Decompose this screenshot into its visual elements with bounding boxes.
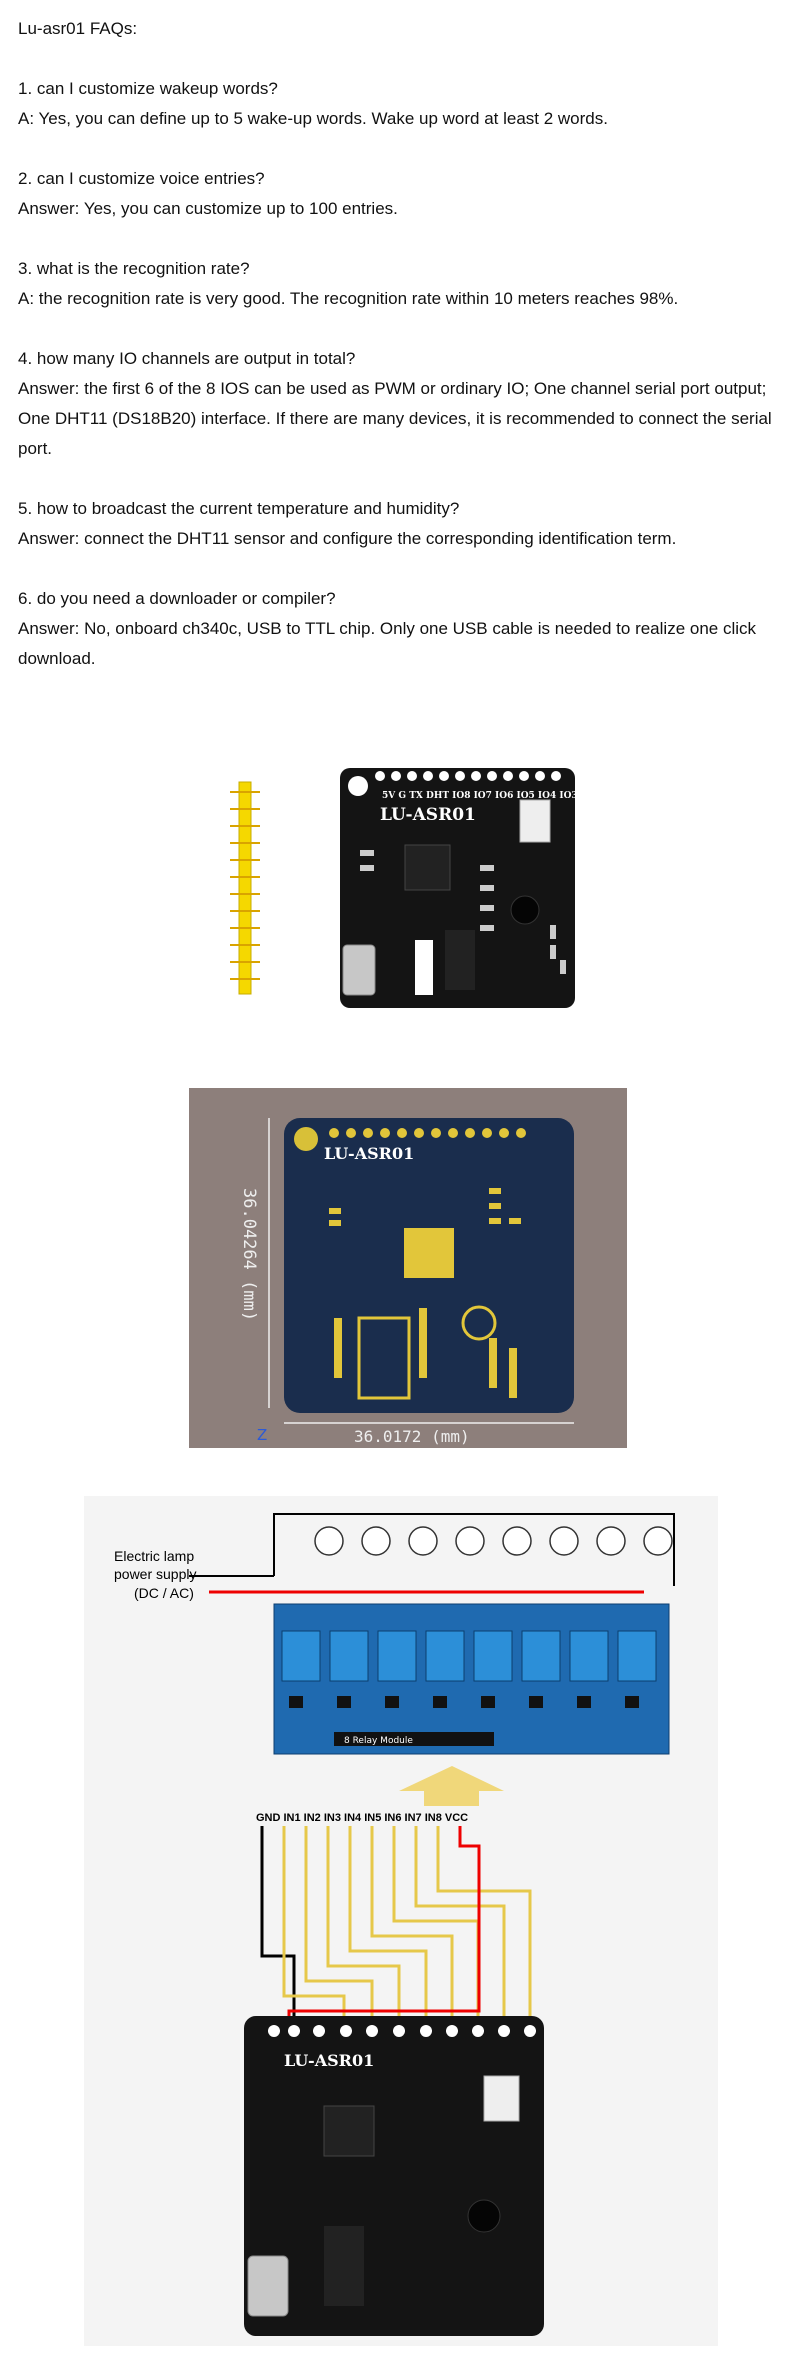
height-dimension-label: 36.04264 (mm) (239, 1188, 259, 1321)
width-dimension-label: 36.0172 (mm) (354, 1427, 470, 1446)
relay-wiring-diagram: Electric lamp power supply (DC / AC) (114, 1513, 675, 2336)
relay-terminal-labels: GND IN1 IN2 IN3 IN4 IN5 IN6 IN7 IN8 VCC (256, 1812, 468, 1824)
board-photo-bottom: LU-ASR01 (244, 2016, 544, 2336)
up-arrow-icon (399, 1766, 504, 1806)
pin-header-icon (230, 781, 260, 995)
product-photo: 5V G TX DHT IO8 IO7 IO6 IO5 IO4 IO3 IO2 … (230, 760, 621, 1020)
board-name: LU-ASR01 (380, 805, 476, 825)
power-label-line1: Electric lamp (114, 1548, 194, 1564)
faq-section: Lu-asr01 FAQs: 1. can I customize wakeup… (18, 14, 788, 674)
faq-answer-5: Answer: connect the DHT11 sensor and con… (18, 529, 677, 548)
bottom-board-name: LU-ASR01 (284, 2051, 374, 2070)
relay-module-label: 8 Relay Module (344, 1736, 413, 1746)
faq-answer-6: Answer: No, onboard ch340c, USB to TTL c… (18, 619, 757, 668)
faq-question-6: 6. do you need a downloader or compiler? (18, 589, 336, 608)
faq-title: Lu-asr01 FAQs: (18, 19, 138, 38)
axis-z-label: Z (257, 1426, 267, 1444)
power-label-line3: (DC / AC) (134, 1585, 194, 1601)
faq-answer-4: Answer: the first 6 of the 8 IOS can be … (18, 379, 772, 458)
wiring-diagram: Electric lamp power supply (DC / AC) (84, 1496, 718, 2346)
pcb-render: LU-ASR01 36.04264 (mm) 36.0172 (mm) Z (189, 1088, 627, 1448)
faq-question-5: 5. how to broadcast the current temperat… (18, 499, 460, 518)
faq-question-3: 3. what is the recognition rate? (18, 259, 250, 278)
board-pin-labels: 5V G TX DHT IO8 IO7 IO6 IO5 IO4 IO3 IO2 … (382, 791, 580, 801)
render-board-name: LU-ASR01 (324, 1144, 414, 1163)
relay-module: 8 Relay Module (273, 1603, 670, 1755)
pin-header-and-board-image: 5V G TX DHT IO8 IO7 IO6 IO5 IO4 IO3 IO2 … (230, 768, 621, 1008)
faq-question-4: 4. how many IO channels are output in to… (18, 349, 356, 368)
faq-answer-3: A: the recognition rate is very good. Th… (18, 289, 679, 308)
control-wires (260, 1826, 532, 2021)
faq-answer-1: A: Yes, you can define up to 5 wake-up w… (18, 109, 608, 128)
faq-answer-2: Answer: Yes, you can customize up to 100… (18, 199, 398, 218)
pcb-dimension-render: LU-ASR01 36.04264 (mm) 36.0172 (mm) Z (239, 1118, 574, 1446)
power-label-line2: power supply (114, 1566, 197, 1582)
board-photo: 5V G TX DHT IO8 IO7 IO6 IO5 IO4 IO3 IO2 … (340, 768, 621, 1008)
faq-question-1: 1. can I customize wakeup words? (18, 79, 278, 98)
lamp-bulbs (314, 1526, 673, 1556)
faq-question-2: 2. can I customize voice entries? (18, 169, 265, 188)
